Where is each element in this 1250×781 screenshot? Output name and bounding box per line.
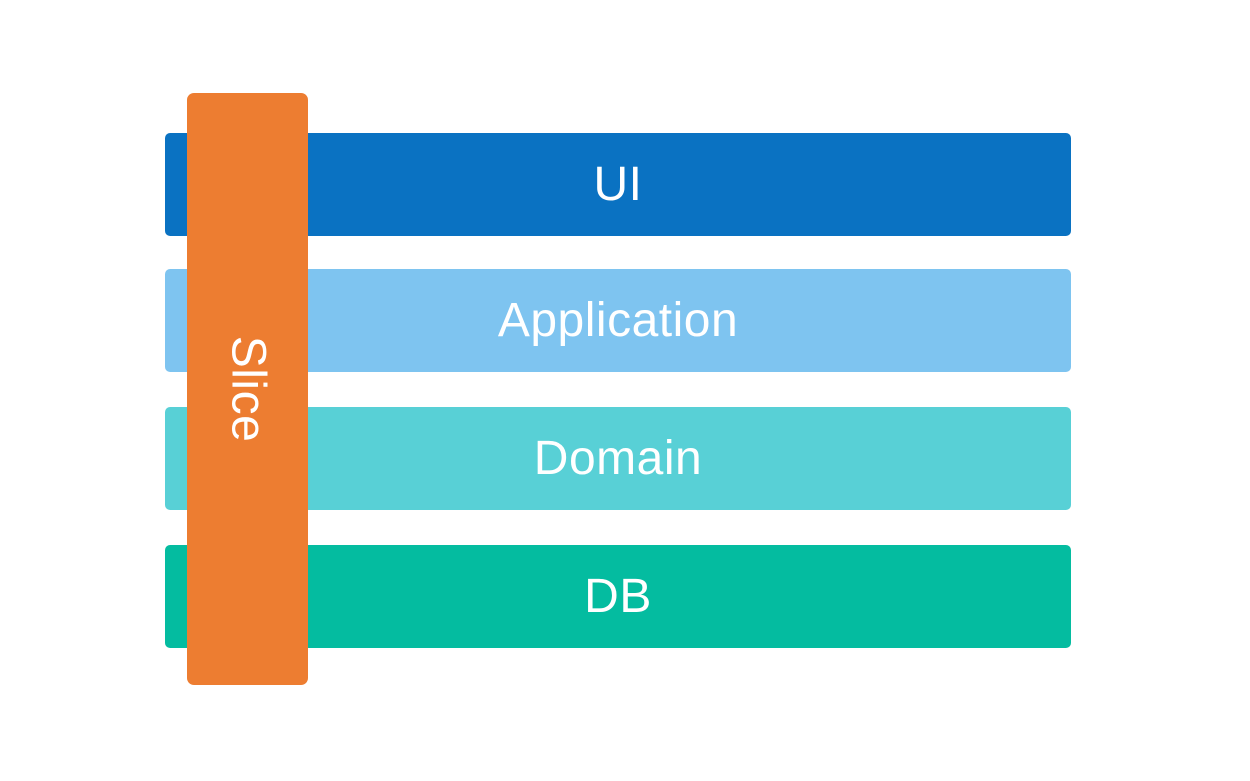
- layer-bar-application: Application: [165, 269, 1071, 372]
- slice-bar: Slice: [187, 93, 308, 685]
- layer-label-application: Application: [497, 293, 739, 347]
- layer-bar-domain: Domain: [165, 407, 1071, 510]
- layer-label-db: DB: [584, 569, 652, 623]
- layer-label-ui: UI: [593, 157, 643, 211]
- layer-label-domain: Domain: [533, 431, 703, 485]
- layer-bar-db: DB: [165, 545, 1071, 648]
- slice-label: Slice: [221, 335, 275, 443]
- layer-bar-ui: UI: [165, 133, 1071, 236]
